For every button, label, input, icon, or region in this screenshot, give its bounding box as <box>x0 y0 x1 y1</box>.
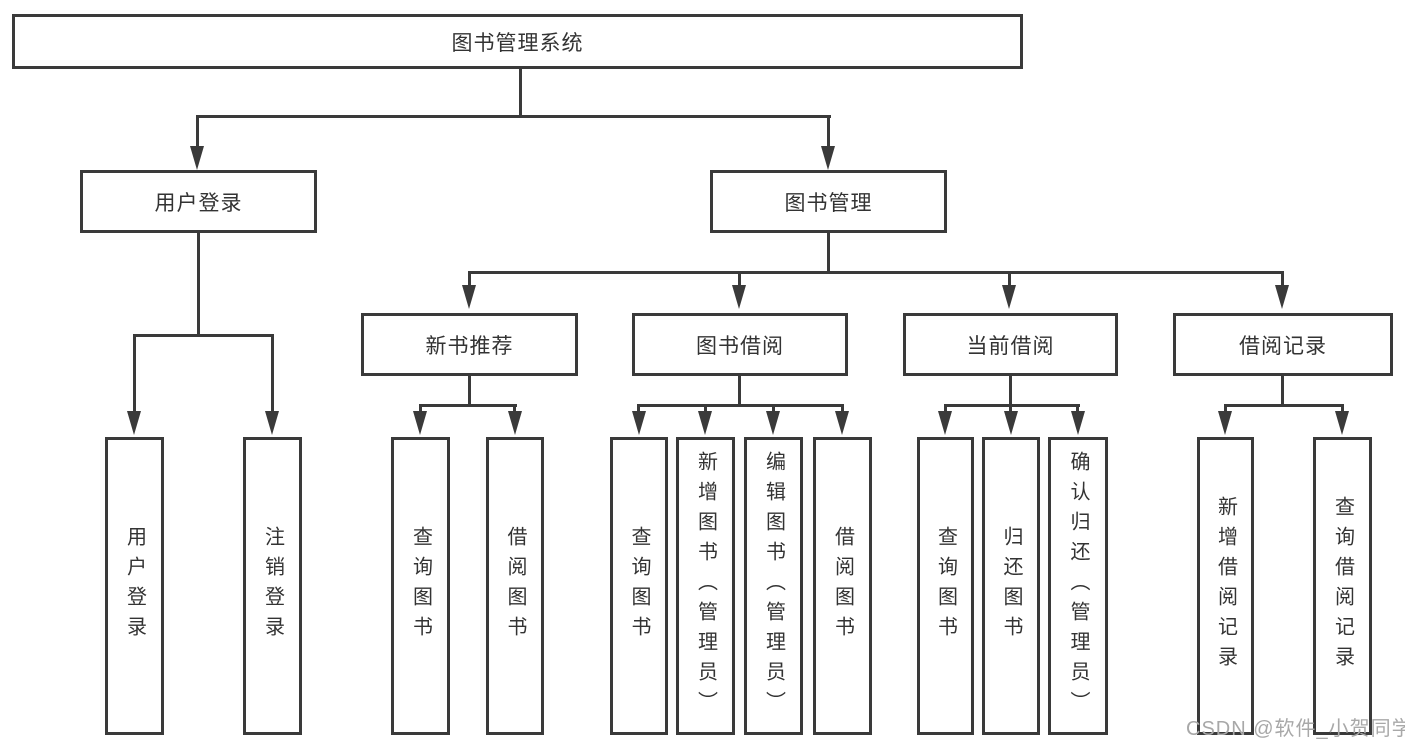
edge-drop-new-book <box>468 271 471 287</box>
edge-drop-leaf <box>1224 404 1227 414</box>
node-book-borrow-label: 图书借阅 <box>696 334 784 358</box>
arrowhead <box>1275 285 1289 309</box>
node-new-book-recommend: 新书推荐 <box>361 313 578 376</box>
edge-book-borrow-hline <box>637 404 844 407</box>
node-user-login-label: 用户登录 <box>154 191 243 215</box>
arrowhead <box>766 411 780 435</box>
node-current-borrow-label: 当前借阅 <box>966 334 1055 358</box>
leaf-label: 借阅图书 <box>831 526 854 646</box>
edge-drop-leaf <box>1076 404 1079 414</box>
leaf-borrow-books-recommend: 借阅图书 <box>486 437 544 735</box>
edge-drop-book-management <box>827 115 830 148</box>
arrowhead <box>732 285 746 309</box>
edge-drop-user-login <box>196 115 199 148</box>
leaf-label: 新增借阅记录 <box>1214 496 1237 676</box>
leaf-add-books-admin: 新增图书（管理员） <box>676 437 735 735</box>
leaf-label: 借阅图书 <box>504 526 526 646</box>
node-book-borrow: 图书借阅 <box>632 313 848 376</box>
arrowhead <box>265 411 279 435</box>
leaf-label: 查询图书 <box>409 526 432 646</box>
node-new-book-recommend-label: 新书推荐 <box>425 334 514 358</box>
leaf-label: 编辑图书（管理员） <box>762 451 785 721</box>
edge-drop-leaf <box>133 334 136 412</box>
node-book-management: 图书管理 <box>710 170 947 233</box>
arrowhead <box>190 146 204 170</box>
arrowhead <box>508 411 522 435</box>
leaf-label: 注销登录 <box>261 526 284 646</box>
arrowhead <box>1335 411 1349 435</box>
node-root: 图书管理系统 <box>12 14 1023 69</box>
edge-book-borrow-stem <box>738 376 741 406</box>
edge-new-book-stem <box>468 376 471 406</box>
leaf-query-books-current: 查询图书 <box>917 437 974 735</box>
edge-new-book-hline <box>419 404 517 407</box>
leaf-label: 查询图书 <box>934 526 957 646</box>
leaf-borrow-books: 借阅图书 <box>813 437 872 735</box>
leaf-label: 查询图书 <box>628 526 650 646</box>
edge-level1-hline <box>196 115 831 118</box>
edge-drop-leaf <box>1341 404 1344 414</box>
arrowhead <box>938 411 952 435</box>
leaf-query-borrow-record: 查询借阅记录 <box>1313 437 1372 735</box>
leaf-label: 用户登录 <box>123 526 146 646</box>
node-root-label: 图书管理系统 <box>451 31 584 55</box>
edge-drop-book-borrow <box>738 271 741 287</box>
leaf-edit-books-admin: 编辑图书（管理员） <box>744 437 803 735</box>
edge-user-login-stem <box>197 233 200 335</box>
node-current-borrow: 当前借阅 <box>903 313 1118 376</box>
edge-drop-leaf <box>271 334 274 412</box>
leaf-label: 归还图书 <box>1000 526 1022 646</box>
edge-drop-leaf <box>637 404 640 414</box>
arrowhead <box>821 146 835 170</box>
arrowhead <box>413 411 427 435</box>
node-borrow-records: 借阅记录 <box>1173 313 1393 376</box>
edge-drop-borrow-records <box>1281 271 1284 287</box>
edge-borrow-records-hline <box>1224 404 1344 407</box>
edge-current-borrow-stem <box>1009 376 1012 406</box>
edge-root-stem <box>519 68 522 117</box>
node-borrow-records-label: 借阅记录 <box>1239 334 1327 358</box>
leaf-logout: 注销登录 <box>243 437 302 735</box>
arrowhead <box>835 411 849 435</box>
leaf-label: 新增图书（管理员） <box>694 451 717 721</box>
edge-user-login-hline <box>133 334 274 337</box>
edge-drop-leaf <box>1009 404 1012 414</box>
edge-current-borrow-hline <box>944 404 1080 407</box>
edge-drop-leaf <box>841 404 844 414</box>
node-book-management-label: 图书管理 <box>784 191 873 215</box>
arrowhead <box>1004 411 1018 435</box>
leaf-confirm-return-admin: 确认归还（管理员） <box>1048 437 1108 735</box>
edge-level3-hline <box>468 271 1284 274</box>
leaf-user-login: 用户登录 <box>105 437 164 735</box>
edge-drop-current-borrow <box>1008 271 1011 287</box>
edge-book-management-stem <box>827 233 830 273</box>
leaf-label: 查询借阅记录 <box>1331 496 1354 676</box>
watermark: CSDN @软件_小贺同学 <box>1186 718 1405 740</box>
edge-drop-leaf <box>772 404 775 414</box>
arrowhead <box>1002 285 1016 309</box>
arrowhead <box>1218 411 1232 435</box>
edge-drop-leaf <box>944 404 947 414</box>
arrowhead <box>1071 411 1085 435</box>
arrowhead <box>698 411 712 435</box>
leaf-add-borrow-record: 新增借阅记录 <box>1197 437 1254 735</box>
edge-drop-leaf <box>513 404 516 414</box>
leaf-query-books-recommend: 查询图书 <box>391 437 450 735</box>
leaf-label: 确认归还（管理员） <box>1067 451 1089 721</box>
arrowhead <box>127 411 141 435</box>
leaf-return-books: 归还图书 <box>982 437 1040 735</box>
arrowhead <box>632 411 646 435</box>
node-user-login: 用户登录 <box>80 170 317 233</box>
edge-drop-leaf <box>704 404 707 414</box>
edge-borrow-records-stem <box>1281 376 1284 406</box>
leaf-query-books-borrow: 查询图书 <box>610 437 668 735</box>
edge-drop-leaf <box>419 404 422 414</box>
arrowhead <box>462 285 476 309</box>
